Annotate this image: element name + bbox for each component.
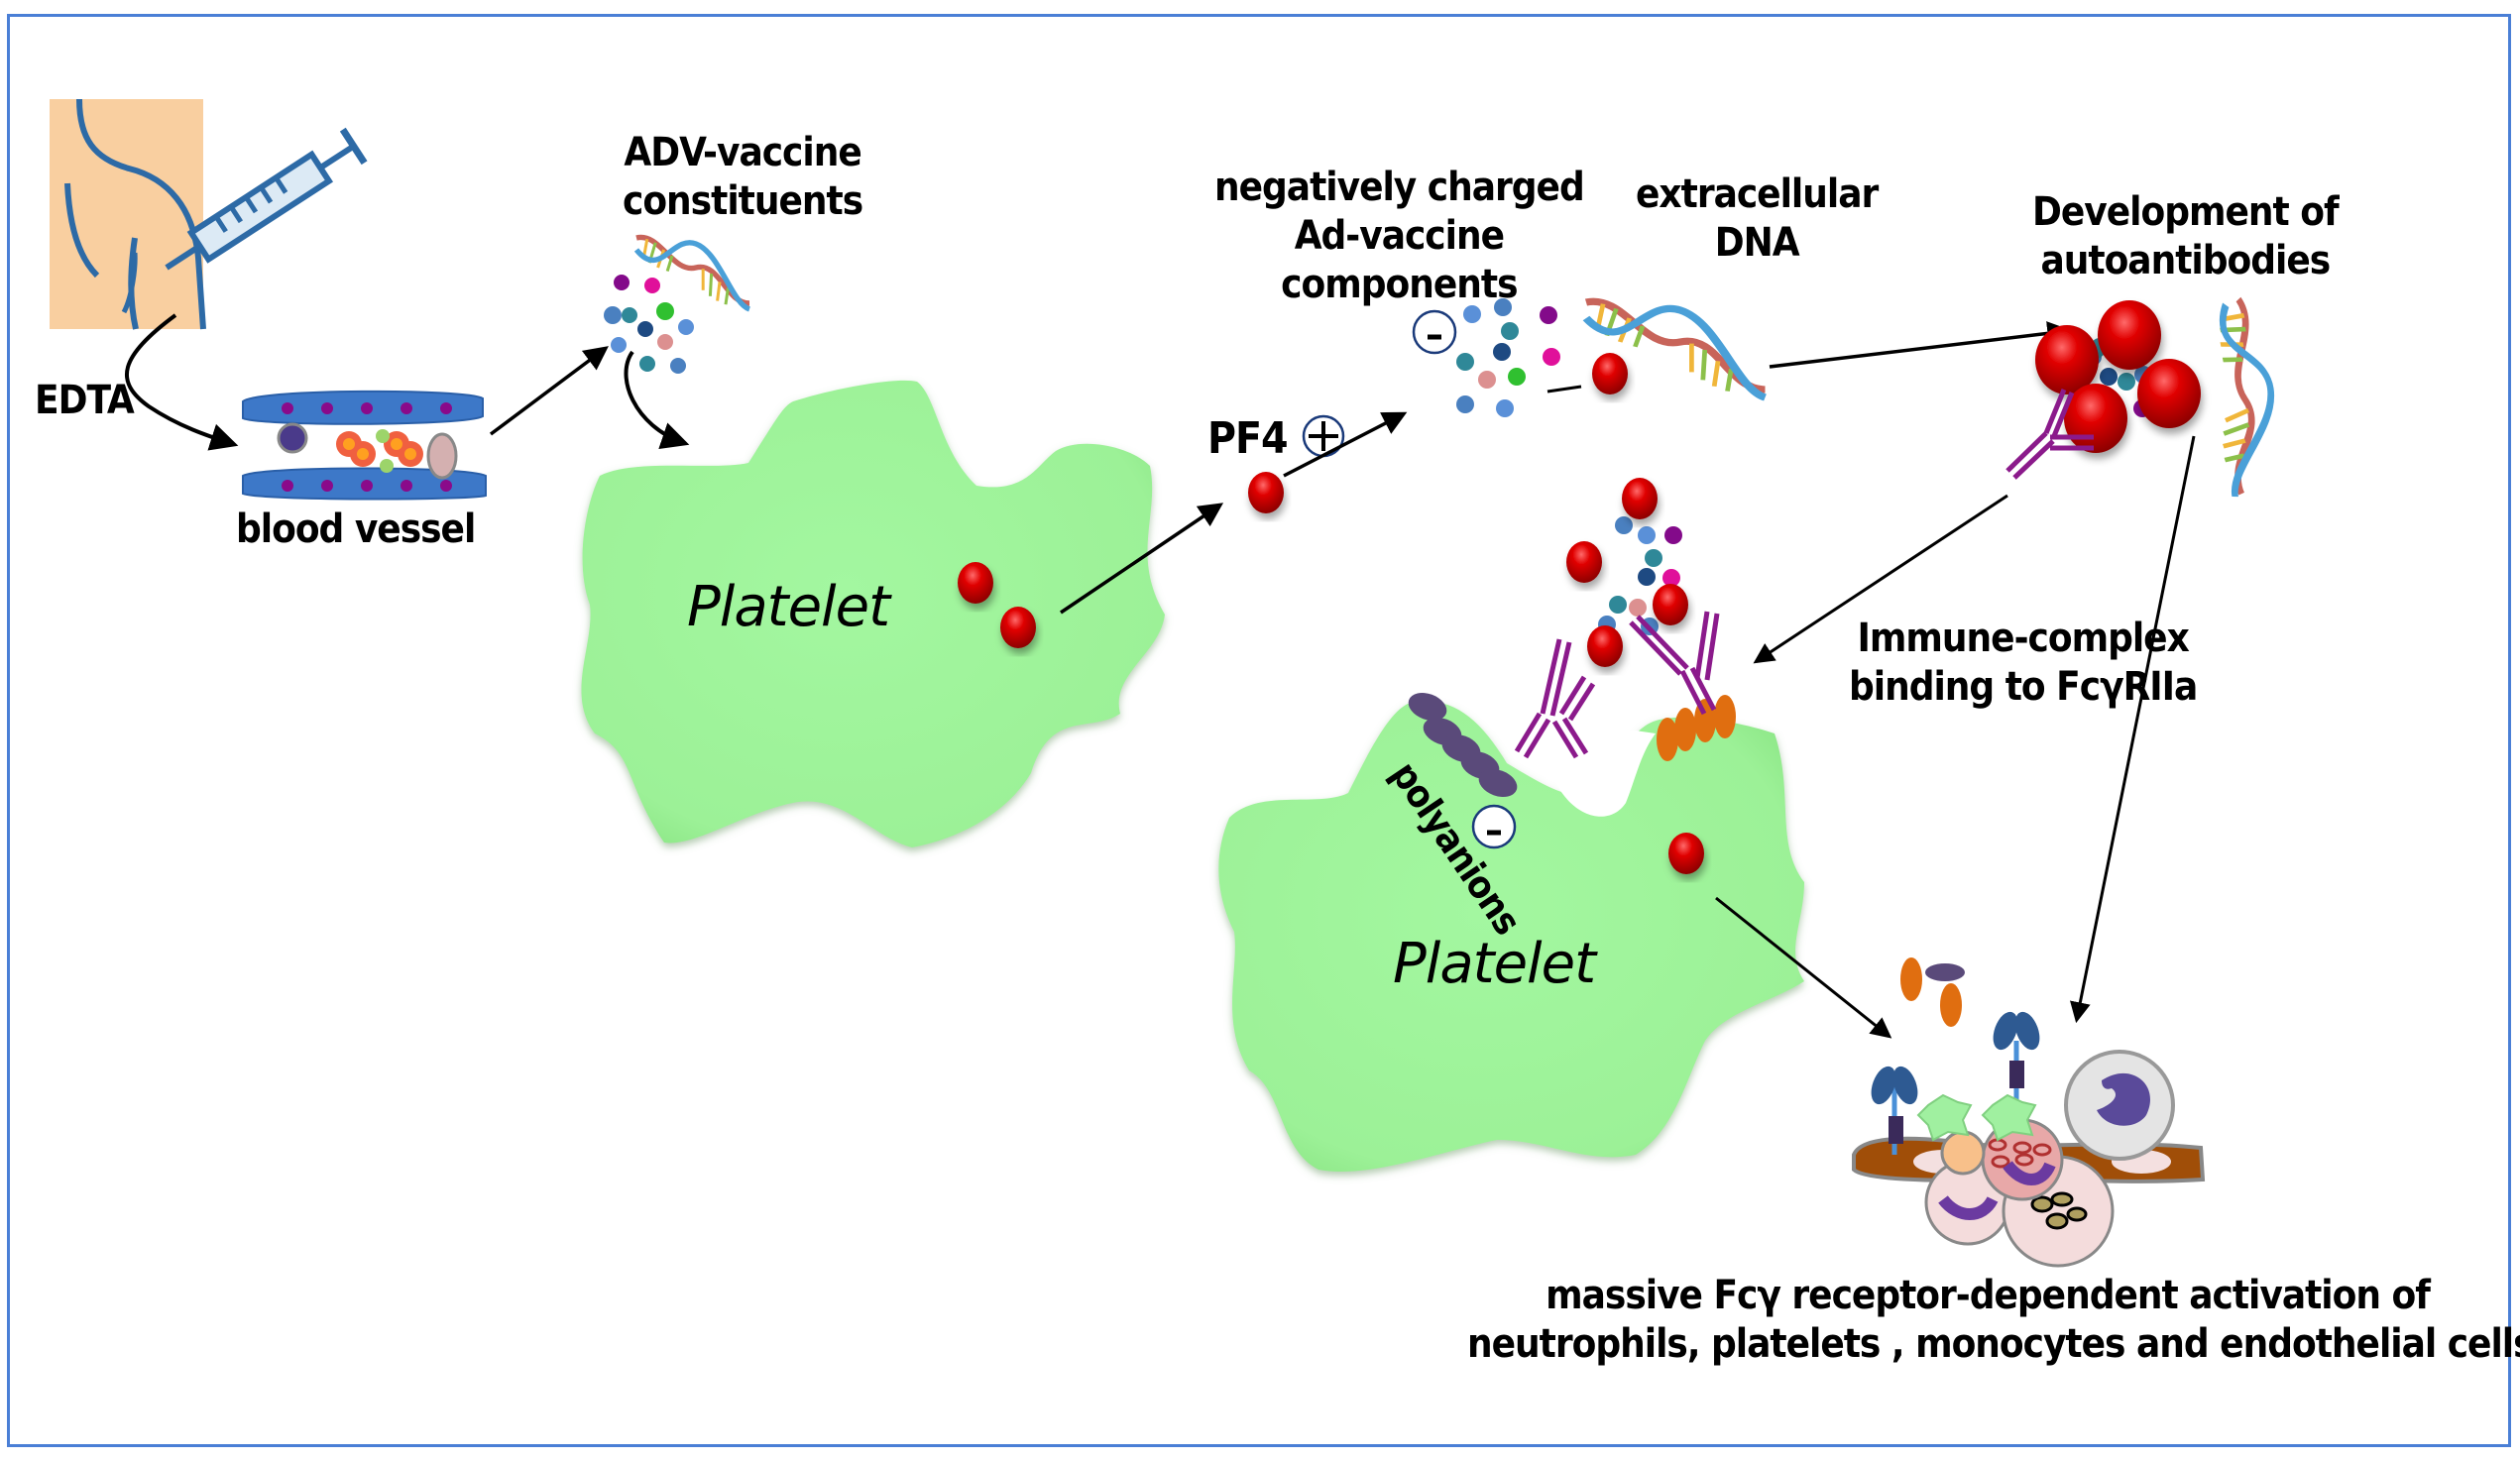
outcome-label-line2: neutrophils, platelets , monocytes and e… [1467, 1320, 2520, 1367]
extracellular-dna-label-line1: extracellular [1636, 171, 1879, 217]
vaccination-illustration [50, 98, 368, 330]
immune-complex-label-line1: Immune-complex [1857, 616, 2190, 661]
extracellular-dna-label: extracellular DNA [1636, 170, 1879, 268]
autoantibody-complex-cluster [2005, 299, 2312, 497]
dna-helix-icon [636, 237, 749, 309]
adv-to-platelet-arrow [624, 350, 690, 450]
fcgriia-receptors [1657, 695, 1736, 761]
negative-charge-icon [1471, 804, 1517, 849]
negatively-charged-label-line3: components [1281, 261, 1518, 307]
immune-complex-label: Immune-complex binding to FcγRIIa [1849, 615, 2198, 712]
negatively-charged-label-line1: negatively charged [1214, 165, 1585, 210]
adv-vaccine-label-line1: ADV-vaccine [624, 130, 861, 175]
negatively-charged-label-line2: Ad-vaccine [1294, 212, 1505, 259]
autoantibodies-label: Development of autoantibodies [2032, 188, 2340, 285]
figure-frame [7, 14, 2511, 1447]
adv-vaccine-label: ADV-vaccine constituents [623, 129, 863, 226]
platelet-2-label: Platelet [1393, 932, 1596, 996]
edta-label: EDTA [35, 378, 135, 423]
platelet-2-shape [1218, 701, 1804, 1173]
platelet-to-pf4-arrow [1060, 503, 1224, 615]
blood-vessel-label: blood vessel [236, 506, 476, 552]
vessel-to-adv-arrow [489, 346, 609, 436]
blood-vessel-illustration [242, 390, 487, 501]
adv-vaccine-constituents-cluster [604, 237, 749, 374]
negatively-charged-components-cluster [1412, 298, 1582, 417]
platelet-1-shape [581, 380, 1165, 847]
autoantibodies-label-line1: Development of [2032, 189, 2340, 235]
outcome-label: massive Fcγ receptor-dependent activatio… [1467, 1272, 2520, 1369]
pf4-molecule [1000, 607, 1036, 648]
pf4-to-components-arrow [1283, 411, 1408, 478]
polyanions-chain [1408, 692, 1518, 798]
pf4-molecule [958, 562, 993, 604]
pf4-label: PF4 [1207, 413, 1289, 464]
fc-receptor-icon [1993, 1011, 2040, 1100]
dna-to-autoantibodies-arrow [1769, 321, 2072, 369]
activated-cells-illustration [1852, 957, 2206, 1268]
pf4-bound-molecule [1592, 353, 1628, 394]
platelet-to-activation-arrow [1715, 896, 1892, 1039]
edta-arrow [124, 313, 239, 451]
immune-complex [1514, 478, 1720, 759]
autoantibodies-label-line2: autoantibodies [2040, 237, 2331, 283]
fc-receptor-icon [1871, 1066, 1918, 1155]
outcome-label-line1: massive Fcγ receptor-dependent activatio… [1546, 1273, 2431, 1318]
extracellular-dna-label-line2: DNA [1714, 219, 1800, 266]
negatively-charged-label: negatively charged Ad-vaccine components [1214, 164, 1585, 308]
pf4-molecule [1668, 833, 1704, 874]
autoantibodies-to-activation-arrow [2070, 435, 2196, 1024]
immune-complex-label-line2: binding to FcγRIIa [1849, 663, 2198, 710]
adv-vaccine-label-line2: constituents [623, 177, 863, 224]
platelet-1-label: Platelet [687, 575, 890, 639]
negative-charge-icon [1412, 309, 1457, 355]
autoantibodies-to-complex-arrow [1753, 494, 2008, 664]
pf4-free-molecule [1248, 472, 1284, 513]
syringe-icon [165, 127, 368, 271]
